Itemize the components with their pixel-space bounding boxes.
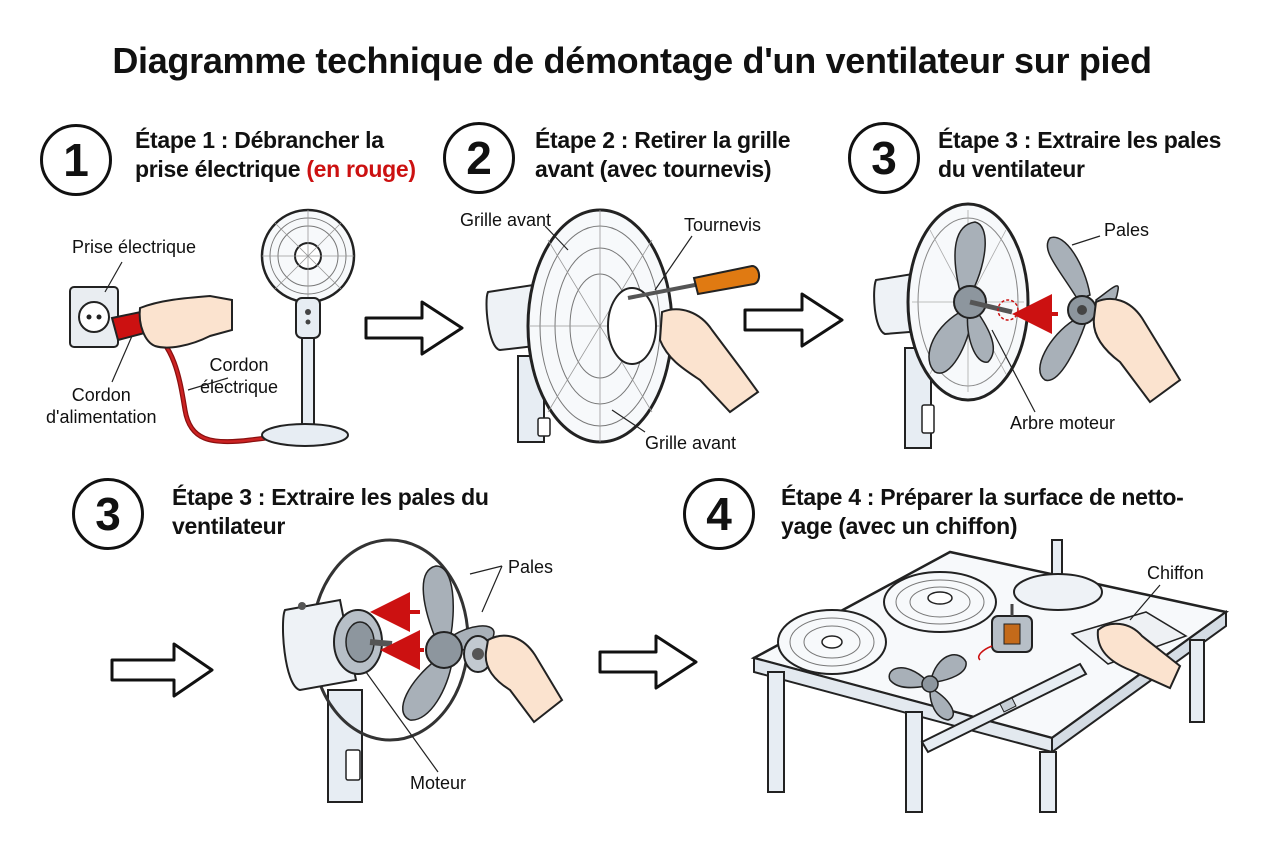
step-3-line1: Étape 3 : Extraire les pales <box>938 127 1222 153</box>
step-3b-line2: ventilateur <box>172 513 286 539</box>
step-1-text: Étape 1 : Débrancher la prise électrique… <box>135 126 416 184</box>
motor-on-table <box>978 604 1033 661</box>
label-chiffon: Chiffon <box>1147 563 1204 583</box>
label-grille-avant-top: Grille avant <box>460 210 552 230</box>
standing-fan-step1 <box>260 208 356 447</box>
step-3-line2: du ventilateur <box>938 156 1085 182</box>
label-cordon-alimentation: Cordon d'alimentation <box>46 384 157 428</box>
arrow-2-to-3 <box>743 292 844 348</box>
step-1-number: 1 <box>40 124 112 196</box>
label-cordon-electrique-2: électrique <box>200 377 279 397</box>
label-pales-step3: Pales <box>1104 220 1150 240</box>
step-4-line2: yage (avec un chiffon) <box>781 513 1018 539</box>
arrow-3b-to-4 <box>598 634 698 690</box>
step-3b-line1: Étape 3 : Extraire les pales du <box>172 484 489 510</box>
cloth-and-hand <box>1070 611 1188 690</box>
wall-outlet <box>69 286 119 348</box>
label-cordon-alimentation-1: Cordon <box>71 385 131 405</box>
label-moteur: Moteur <box>410 773 467 793</box>
arrow-left-bottom <box>110 642 214 698</box>
leader-lines-step1 <box>104 261 229 391</box>
label-cordon-electrique-1: Cordon <box>209 355 269 375</box>
hand-step3b <box>484 634 564 724</box>
base-on-table <box>1013 539 1103 611</box>
fan-step2 <box>485 208 674 444</box>
step-4-number: 4 <box>683 478 755 550</box>
label-pales-step3b: Pales <box>508 557 554 577</box>
diagram-title: Diagramme technique de démontage d'un ve… <box>112 40 1152 81</box>
leader-lines-step4 <box>1129 584 1161 621</box>
step-1-line2: prise électrique (en rouge) <box>135 155 416 184</box>
step-4-line1: Étape 4 : Préparer la surface de netto- <box>781 484 1184 510</box>
step-1-highlight: (en rouge) <box>306 156 416 182</box>
label-tournevis: Tournevis <box>684 215 762 235</box>
label-cordon-electrique: Cordon électrique <box>200 354 278 398</box>
step-4-text: Étape 4 : Préparer la surface de netto- … <box>781 483 1184 541</box>
label-grille-avant-bottom: Grille avant <box>645 433 737 453</box>
step-3-text: Étape 3 : Extraire les pales du ventilat… <box>938 126 1221 184</box>
step-2-line1: Étape 2 : Retirer la grille <box>535 127 791 153</box>
label-prise-electrique: Prise électrique <box>72 237 197 257</box>
step-1-line1: Étape 1 : Débrancher la <box>135 127 384 153</box>
leader-lines-step3b <box>365 565 503 773</box>
hand-step3 <box>1092 298 1182 404</box>
step-2-text: Étape 2 : Retirer la grille avant (avec … <box>535 126 791 184</box>
arrow-1-to-2 <box>364 300 464 356</box>
screwdriver <box>627 264 760 300</box>
blades-step3b <box>402 565 495 721</box>
hand-step1 <box>138 294 233 349</box>
step-1-line2a: prise électrique <box>135 156 307 182</box>
front-grille-on-table <box>777 609 887 675</box>
leader-lines-step2 <box>544 225 693 433</box>
step-2-number: 2 <box>443 122 515 194</box>
pole-on-table <box>920 662 1088 754</box>
label-arbre-moteur: Arbre moteur <box>1010 413 1116 433</box>
step-3b-number: 3 <box>72 478 144 550</box>
blades-on-table <box>888 654 967 721</box>
fan-step3 <box>873 202 1030 449</box>
step-2-line2: avant (avec tournevis) <box>535 156 772 182</box>
step-3b-text: Étape 3 : Extraire les pales du ventilat… <box>172 483 489 541</box>
label-cordon-alimentation-2: d'alimentation <box>46 407 157 427</box>
hand-step2 <box>658 308 760 414</box>
rear-grille-on-table <box>883 571 997 633</box>
leader-lines-step3 <box>991 235 1101 413</box>
step-3-number: 3 <box>848 122 920 194</box>
